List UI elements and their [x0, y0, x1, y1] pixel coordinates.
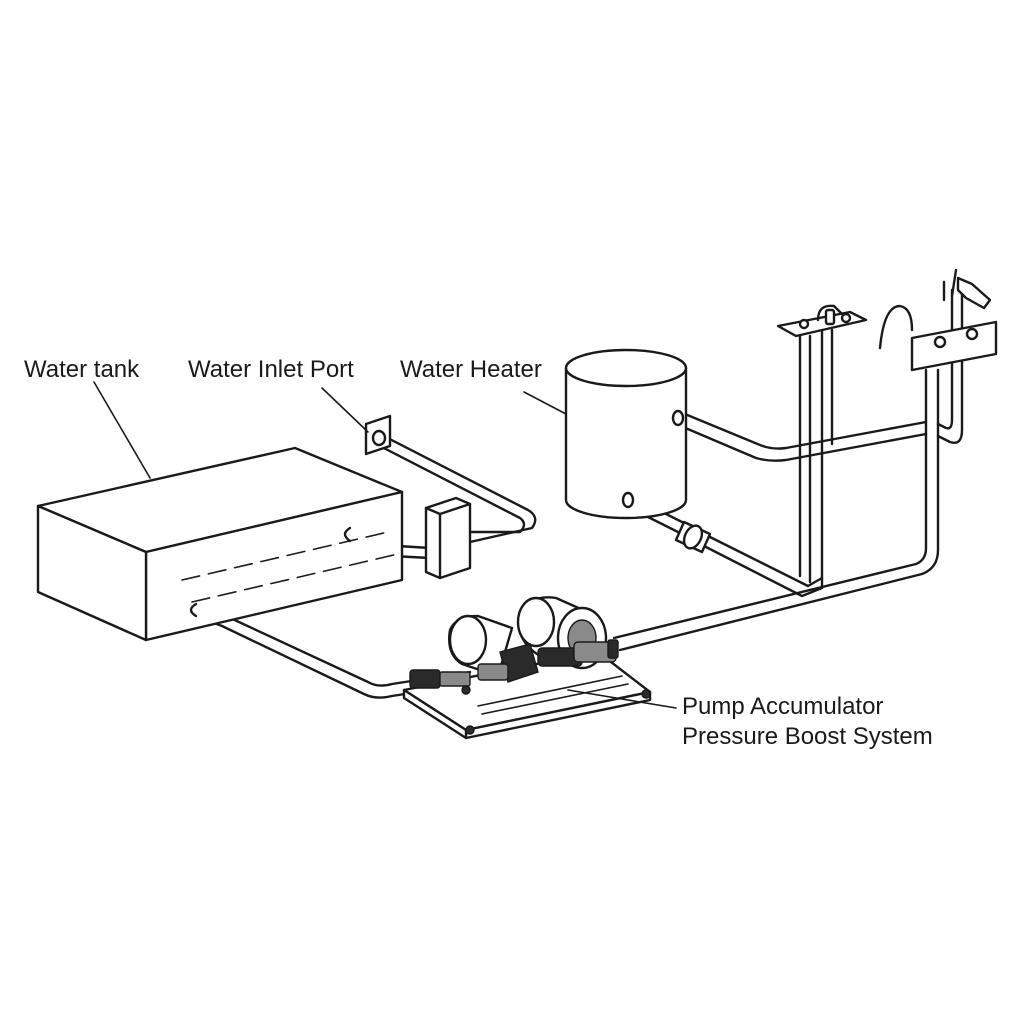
- leader-water-tank: [93, 381, 151, 479]
- pipe-shower-riser: [936, 288, 964, 444]
- filter-box: [424, 496, 472, 580]
- label-water-inlet-port: Water Inlet Port: [188, 356, 354, 383]
- leader-lines: [93, 381, 677, 709]
- water-level-dashes: [181, 531, 399, 603]
- label-pump-line-1: Pump Accumulator: [682, 693, 884, 720]
- faucet-knob-right-icon: [840, 312, 852, 324]
- leader-pump: [567, 689, 677, 709]
- shower-fixture: [878, 268, 998, 372]
- water-inlet-port: [364, 414, 392, 456]
- pipe-tank-to-pump: [194, 602, 472, 687]
- label-water-heater: Water Heater: [400, 356, 542, 383]
- leader-water-inlet-port: [321, 387, 369, 433]
- label-pump-line-2: Pressure Boost System: [682, 723, 933, 750]
- shower-knob-right-icon: [965, 327, 979, 341]
- shower-head-icon: [956, 276, 992, 310]
- water-heater: [564, 348, 688, 520]
- faucet-fixture: [776, 304, 868, 338]
- inline-valve: [674, 520, 712, 554]
- pipe-pump-to-riser: [612, 368, 928, 640]
- faucet-knob-left-icon: [798, 318, 810, 330]
- water-tank: [36, 446, 404, 642]
- shower-arc: [878, 304, 914, 350]
- label-pump-accumulator: Pump Accumulator Pressure Boost System: [682, 692, 933, 752]
- label-water-tank: Water tank: [24, 356, 140, 383]
- pump-accumulator-assembly: [402, 596, 652, 740]
- shower-knob-left-icon: [933, 335, 947, 349]
- leader-water-heater: [523, 391, 567, 415]
- pipe-heater-outlet: [678, 410, 928, 450]
- pipe-inlet-to-filter: [376, 431, 537, 544]
